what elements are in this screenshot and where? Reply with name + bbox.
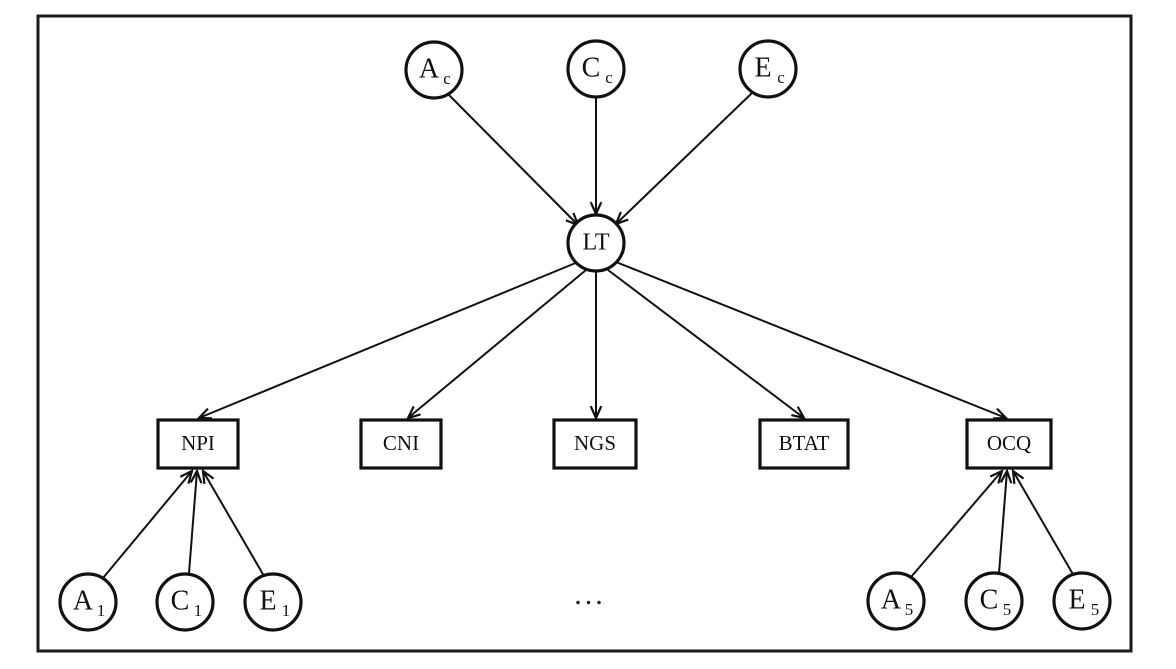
arrowhead [999,468,1013,484]
node-ngs[interactable]: NGS [552,418,638,470]
node-label-subscript: c [605,68,613,87]
edge-layer [102,92,1075,579]
arrowhead [201,468,215,485]
node-label: BTAT [779,431,830,455]
node-label: LT [582,230,609,256]
edge-lt-to-npi [196,261,579,420]
edge-line [998,470,1008,574]
node-label: E [259,585,276,616]
node-label: NGS [574,431,616,455]
edge-lt-to-ocq [615,261,1009,420]
arrowhead [405,405,421,420]
node-label: E [1068,584,1085,615]
circle-shape [964,571,1024,631]
node-label-subscript: c [443,69,451,88]
node-label: C [171,585,190,616]
rect-shape [965,418,1053,470]
node-label: CNI [383,431,419,455]
rect-shape [156,418,240,470]
circle-shape [155,572,215,632]
figure-border [36,14,1133,653]
rect-shape [758,418,850,470]
node-label: NPI [181,431,215,455]
node-label: A [73,585,94,616]
ellipsis-indicator: ... [574,578,606,611]
node-lt[interactable]: LT [566,213,626,273]
edge-line [188,470,198,574]
node-label-subscript: 5 [1091,600,1100,619]
edge-lt-to-ngs [589,272,603,421]
arrowhead [196,407,213,420]
circle-shape [58,572,118,632]
edge-line [615,261,1007,419]
node-label-subscript: 1 [194,601,203,620]
circle-shape [738,39,798,99]
node-label: A [881,584,902,615]
edge-lt-to-btat [607,269,807,420]
rect-shape [359,418,443,470]
arrowhead [1011,468,1025,485]
edge-line [102,470,193,579]
edge-line [607,269,805,419]
circle-shape [1052,571,1112,631]
ellipsis-layer: ... [574,578,606,611]
node-label-subscript: 5 [905,600,914,619]
node-btat[interactable]: BTAT [758,418,850,470]
edge-line [198,261,579,419]
node-cni[interactable]: CNI [359,418,443,470]
edge-ac-to-lt [447,93,580,227]
node-label-subscript: c [777,68,785,87]
circle-shape [566,213,626,273]
node-ocq[interactable]: OCQ [965,418,1053,470]
figure-frame [36,14,1133,653]
node-label: E [754,52,771,83]
arrowhead [992,407,1009,420]
edge-lt-to-cni [405,269,587,420]
edge-line [407,269,587,419]
edge-line [615,92,753,225]
circle-shape [243,572,303,632]
circle-shape [866,571,926,631]
arrowhead [189,468,203,484]
edge-cc-to-lt [589,97,603,217]
node-label: OCQ [987,431,1031,455]
edge-line [447,93,579,226]
node-npi[interactable]: NPI [156,418,240,470]
node-label: C [980,584,999,615]
circle-shape [566,39,626,99]
edge-line [910,470,1003,578]
node-label-subscript: 1 [282,601,291,620]
edge-e5-to-ocq [1011,468,1075,577]
circle-shape [404,40,464,100]
node-label: A [419,53,440,84]
edge-line [202,470,265,577]
edge-line [1012,470,1075,577]
edge-a5-to-ocq [910,468,1004,578]
edge-a1-to-npi [102,468,194,579]
arrowhead [179,468,194,484]
edge-c5-to-ocq [998,468,1013,574]
edge-ec-to-lt [614,92,753,226]
arrowhead [791,406,807,420]
edge-e1-to-npi [201,468,265,577]
node-label-subscript: 5 [1003,600,1012,619]
arrowhead [989,468,1004,484]
node-label: C [582,52,601,83]
rect-shape [552,418,638,470]
arrowhead [589,405,603,421]
edge-c1-to-npi [188,468,203,574]
node-label-subscript: 1 [97,601,106,620]
